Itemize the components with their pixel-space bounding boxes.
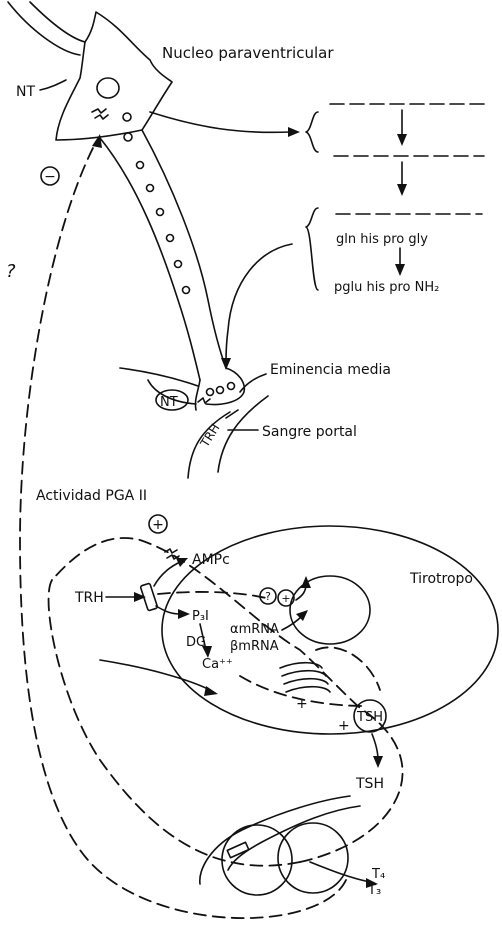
beta-mrna-label: βmRNA	[230, 639, 279, 654]
axon-terminal	[120, 368, 244, 410]
t4-label: T₄	[371, 867, 385, 882]
eminencia-label: Eminencia media	[270, 362, 391, 378]
tirotropo-label: Tirotropo	[409, 571, 473, 587]
golgi-stacks	[280, 663, 330, 692]
ampc-label: AMPc	[192, 552, 230, 568]
portal-vessel-right	[218, 396, 268, 472]
actividad-label: Actividad PGA II	[36, 488, 147, 504]
nt-top-label: NT	[16, 84, 35, 100]
t3-label: T₃	[367, 883, 381, 898]
plus-small-label: +	[281, 592, 290, 605]
question-label: ?	[6, 261, 16, 282]
alpha-mrna-label: αmRNA	[230, 622, 279, 637]
synthesis-schematic	[150, 104, 490, 370]
plus-top-label: +	[152, 517, 164, 533]
feedback-loop-outer	[20, 142, 346, 918]
plus-b-label: +	[338, 718, 350, 734]
thyroid-lobe-left	[222, 825, 292, 895]
p3i-label: P₃I	[192, 609, 209, 624]
tsh-vesicle-label: TSH	[356, 710, 383, 725]
feedback-loop-inner	[52, 538, 403, 862]
trh-vessel-label: TRH	[197, 421, 222, 450]
tsh-out-label: TSH	[355, 776, 384, 792]
nucleus-circle	[97, 78, 119, 98]
gene-seq-label: gln his pro gly	[336, 232, 428, 247]
trh-receptor-label: TRH	[74, 590, 104, 606]
q-small-label: ?	[265, 590, 271, 603]
ca-label: Ca⁺⁺	[202, 657, 233, 672]
nt-terminal-label: NT	[160, 395, 178, 410]
minus-label: −	[44, 169, 56, 185]
peptide-seq-label: pglu his pro NH₂	[334, 280, 439, 295]
sangre-label: Sangre portal	[262, 424, 357, 440]
thyroid-lobe-right	[278, 823, 348, 893]
plus-a-label: +	[296, 696, 308, 712]
nucleo-label: Nucleo paraventricular	[162, 44, 334, 62]
